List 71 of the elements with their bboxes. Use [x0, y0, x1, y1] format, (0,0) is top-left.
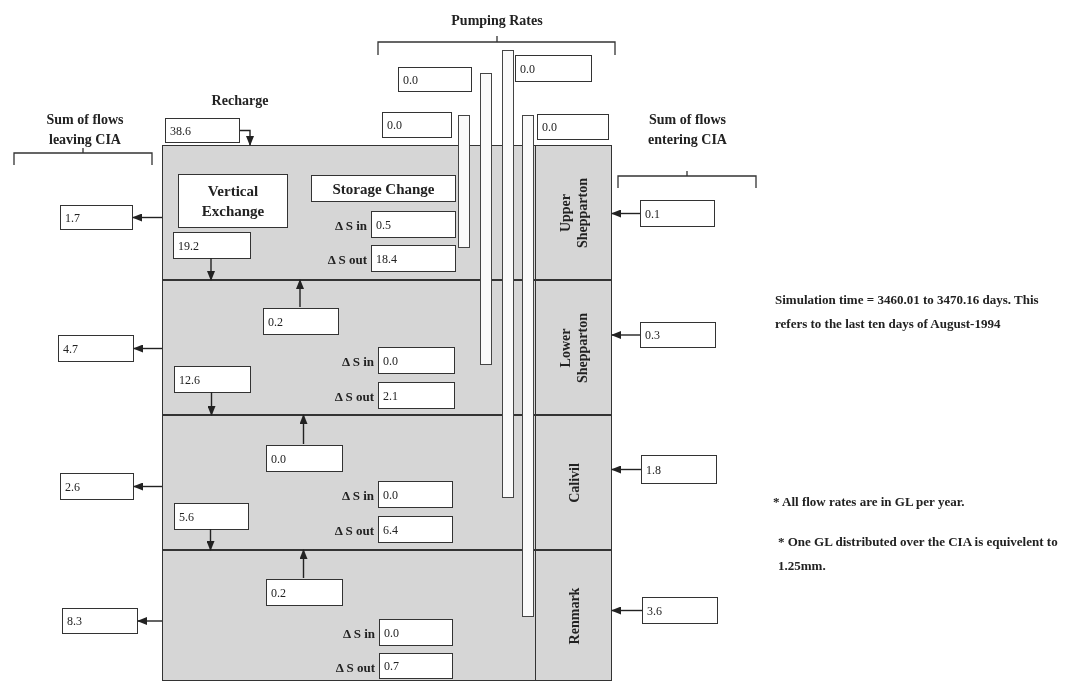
well-bar — [502, 50, 514, 498]
value-box: 0.0 — [266, 445, 343, 472]
arrow — [296, 279, 304, 308]
value-box: 0.0 — [537, 114, 609, 140]
row-label: Δ S in — [341, 487, 374, 505]
arrow — [299, 549, 308, 579]
arrow — [611, 209, 641, 218]
value-box: 0.0 — [379, 619, 453, 646]
value-box: 3.6 — [642, 597, 718, 624]
value-box: 0.2 — [266, 579, 343, 606]
value-box: 19.2 — [173, 232, 251, 259]
well-bar — [458, 115, 470, 248]
value-box: 0.0 — [382, 112, 452, 138]
arrow — [133, 482, 163, 491]
note-text: * One GL distributed over the CIA is equivelent to 1.25mm. — [778, 533, 1059, 575]
layer-name: Upper Shepparton — [556, 176, 591, 250]
arrow — [611, 606, 643, 615]
arrow — [611, 331, 641, 339]
arrow — [133, 344, 163, 353]
value-box: 0.1 — [640, 200, 715, 227]
value-box: 1.8 — [641, 455, 717, 484]
arrow — [132, 213, 163, 222]
arrow — [611, 465, 642, 474]
value-box: 0.2 — [263, 308, 339, 335]
value-box: 5.6 — [174, 503, 249, 530]
row-label: Δ S out — [333, 522, 374, 540]
value-box: 38.6 — [165, 118, 240, 143]
heading-box: Vertical Exchange — [178, 174, 288, 228]
arrow — [207, 391, 216, 416]
value-box: 2.1 — [378, 382, 455, 409]
value-box: 0.3 — [640, 322, 716, 348]
value-box: 4.7 — [58, 335, 134, 362]
row-label: Δ S out — [334, 659, 375, 677]
layer-band — [162, 145, 612, 280]
heading-label: Pumping Rates — [450, 12, 544, 30]
layer-band — [162, 550, 612, 681]
value-box: 18.4 — [371, 245, 456, 272]
heading-label: Sum of flows leaving CIA — [45, 111, 125, 149]
arrow — [299, 414, 308, 445]
layer-name: Calivil — [565, 461, 582, 505]
note-text: * All flow rates are in GL per year. — [773, 493, 966, 511]
row-label: Δ S out — [333, 388, 374, 406]
row-label: Δ S in — [341, 353, 374, 371]
layer-name: Lower Shepparton — [556, 311, 591, 385]
value-box: 1.7 — [60, 205, 133, 230]
well-bar — [480, 73, 492, 365]
value-box: 0.0 — [398, 67, 472, 92]
heading-box: Storage Change — [311, 175, 456, 202]
well-bar — [522, 115, 534, 617]
layer-band — [162, 415, 612, 550]
value-box: 0.0 — [378, 347, 455, 374]
value-box: 0.0 — [515, 55, 592, 82]
value-box: 12.6 — [174, 366, 251, 393]
arrow — [137, 617, 163, 625]
heading-label: Recharge — [210, 92, 270, 110]
value-box: 2.6 — [60, 473, 134, 500]
row-label: Δ S out — [326, 251, 367, 269]
layer-name: Renmark — [565, 586, 582, 646]
note-text: Simulation time = 3460.01 to 3470.16 days. This refers to the last ten days of August-1994 — [775, 291, 1040, 333]
row-label: Δ S in — [334, 217, 367, 235]
arrow — [207, 257, 215, 281]
value-box: 0.7 — [379, 653, 453, 679]
arrow — [239, 129, 254, 146]
value-box: 0.5 — [371, 211, 456, 238]
heading-label: Sum of flows entering CIA — [647, 111, 728, 149]
value-box: 0.0 — [378, 481, 453, 508]
value-box: 6.4 — [378, 516, 453, 543]
row-label: Δ S in — [342, 625, 375, 643]
arrow — [206, 528, 215, 551]
layer-band — [162, 280, 612, 415]
value-box: 8.3 — [62, 608, 138, 634]
